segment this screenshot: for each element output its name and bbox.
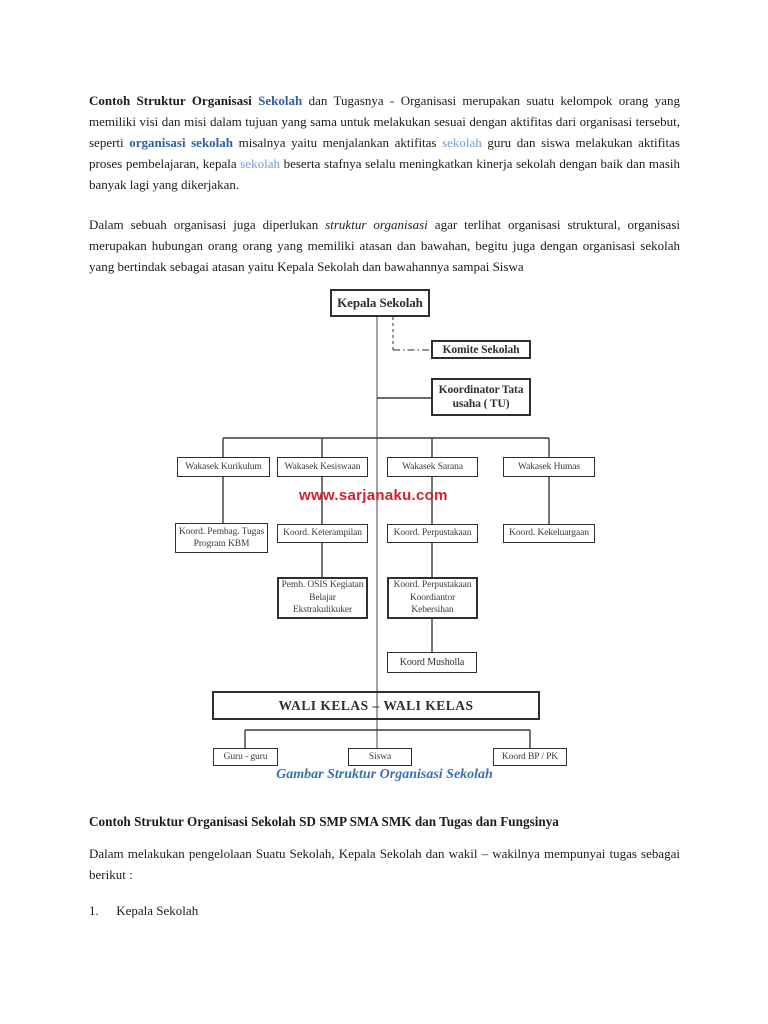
- org-node-wali-kelas: WALI KELAS – WALI KELAS: [212, 691, 540, 720]
- org-node-label-line: Koordiantor: [409, 592, 456, 603]
- org-node-label: Wakasek Kurikulum: [185, 461, 262, 472]
- org-node-label: Komite Sekolah: [442, 343, 520, 356]
- text-segment: struktur organisasi: [325, 217, 428, 232]
- org-node-pemb-osis: Pemb. OSIS Kegiatan Belajar Ekstrakuliku…: [277, 577, 368, 619]
- org-node-label: Koord. Perpustakaan: [393, 528, 472, 539]
- org-node-label-line: Koord. Pembag. Tugas: [178, 526, 265, 537]
- org-node-label: Siswa: [368, 751, 392, 762]
- tasks-intro-paragraph: Dalam melakukan pengelolaan Suatu Sekola…: [89, 846, 680, 882]
- figure-caption: Gambar Struktur Organisasi Sekolah: [276, 767, 493, 782]
- text-segment: misalnya yaitu menjalankan aktifitas: [233, 135, 443, 150]
- org-node-label: Koord. Keterampilan: [283, 528, 362, 539]
- org-node-label: Koord. Kekeluargaan: [509, 528, 589, 539]
- org-node-koord-perpustakaan: Koord. Perpustakaan: [387, 524, 478, 543]
- org-node-koord-kekeluargaan: Koord. Kekeluargaan: [503, 524, 595, 543]
- org-node-label: Wakasek Sarana: [402, 461, 463, 472]
- text-segment: guru dan siswa melakukan aktifitas prose…: [89, 135, 680, 171]
- org-node-label: WALI KELAS – WALI KELAS: [278, 697, 474, 713]
- section-heading: Contoh Struktur Organisasi Sekolah SD SM…: [89, 814, 559, 829]
- org-node-label: Koord Musholla: [399, 656, 465, 668]
- org-node-koord-bp-pk: Koord BP / PK: [493, 748, 567, 766]
- org-node-label-line: Koordinator Tata: [438, 384, 524, 396]
- text-segment: dan Tugasnya - Organisasi merupakan suat…: [89, 93, 680, 150]
- org-node-label-line: Koord. Perpustakaan: [393, 580, 472, 591]
- text-segment: agar terlihat organisasi struktural, org…: [89, 217, 681, 274]
- org-node-guru-guru: Guru - guru: [213, 748, 278, 766]
- org-node-label: Guru - guru: [223, 751, 268, 762]
- text-segment: Contoh Struktur Organisasi: [89, 93, 259, 108]
- org-node-komite-sekolah: Komite Sekolah: [431, 340, 531, 359]
- structure-paragraph: Dalam sebuah organisasi juga diperlukan …: [89, 214, 680, 277]
- org-node-kepala-sekolah: Kepala Sekolah: [330, 289, 430, 317]
- org-node-label-line: Pemb. OSIS Kegiatan: [281, 580, 364, 591]
- org-node-label: Kepala Sekolah: [337, 295, 423, 310]
- org-node-koord-pembag-tugas: Koord. Pembag. Tugas Program KBM: [175, 523, 268, 553]
- org-node-label-line: usaha ( TU): [452, 398, 510, 410]
- org-node-koord-keterampilan: Koord. Keterampilan: [277, 524, 368, 543]
- org-node-wakasek-humas: Wakasek Humas: [503, 457, 595, 477]
- org-node-wakasek-kesiswaan: Wakasek Kesiswaan: [277, 457, 368, 477]
- org-node-wakasek-sarana: Wakasek Sarana: [387, 457, 478, 477]
- text-segment: sekolah: [442, 135, 482, 150]
- text-segment: beserta stafnya selalu meningkatkan kine…: [89, 156, 680, 192]
- org-node-koord-musholla: Koord Musholla: [387, 652, 477, 673]
- org-node-label: Koord BP / PK: [501, 751, 559, 762]
- text-segment: Sekolah: [258, 93, 303, 108]
- org-node-siswa: Siswa: [348, 748, 412, 766]
- list-item-text: Kepala Sekolah: [116, 903, 199, 918]
- org-node-label-line: Belajar: [309, 592, 336, 603]
- intro-paragraph: Contoh Struktur Organisasi Sekolah dan T…: [89, 90, 680, 195]
- org-node-label-line: Program KBM: [193, 539, 250, 549]
- list-item-number: 1.: [89, 903, 99, 918]
- org-node-label-line: Kebersihan: [411, 605, 454, 616]
- org-node-koord-kebersihan: Koord. Perpustakaan Koordiantor Kebersih…: [387, 577, 478, 619]
- text-segment: Dalam sebuah organisasi juga diperlukan: [89, 217, 326, 232]
- org-node-wakasek-kurikulum: Wakasek Kurikulum: [177, 457, 270, 477]
- sarjanaku-watermark: www.sarjanaku.com: [299, 487, 448, 504]
- list-item-kepala-sekolah: 1. Kepala Sekolah: [89, 901, 680, 921]
- text-segment: organisasi sekolah: [129, 135, 234, 150]
- text-segment: sekolah: [240, 156, 280, 171]
- org-node-label: Wakasek Humas: [517, 461, 581, 472]
- org-node-koordinator-tata-usaha: Koordinator Tata usaha ( TU): [431, 378, 531, 416]
- org-node-label: Wakasek Kesiswaan: [284, 461, 361, 472]
- org-node-label-line: Ekstrakulikuker: [292, 605, 353, 616]
